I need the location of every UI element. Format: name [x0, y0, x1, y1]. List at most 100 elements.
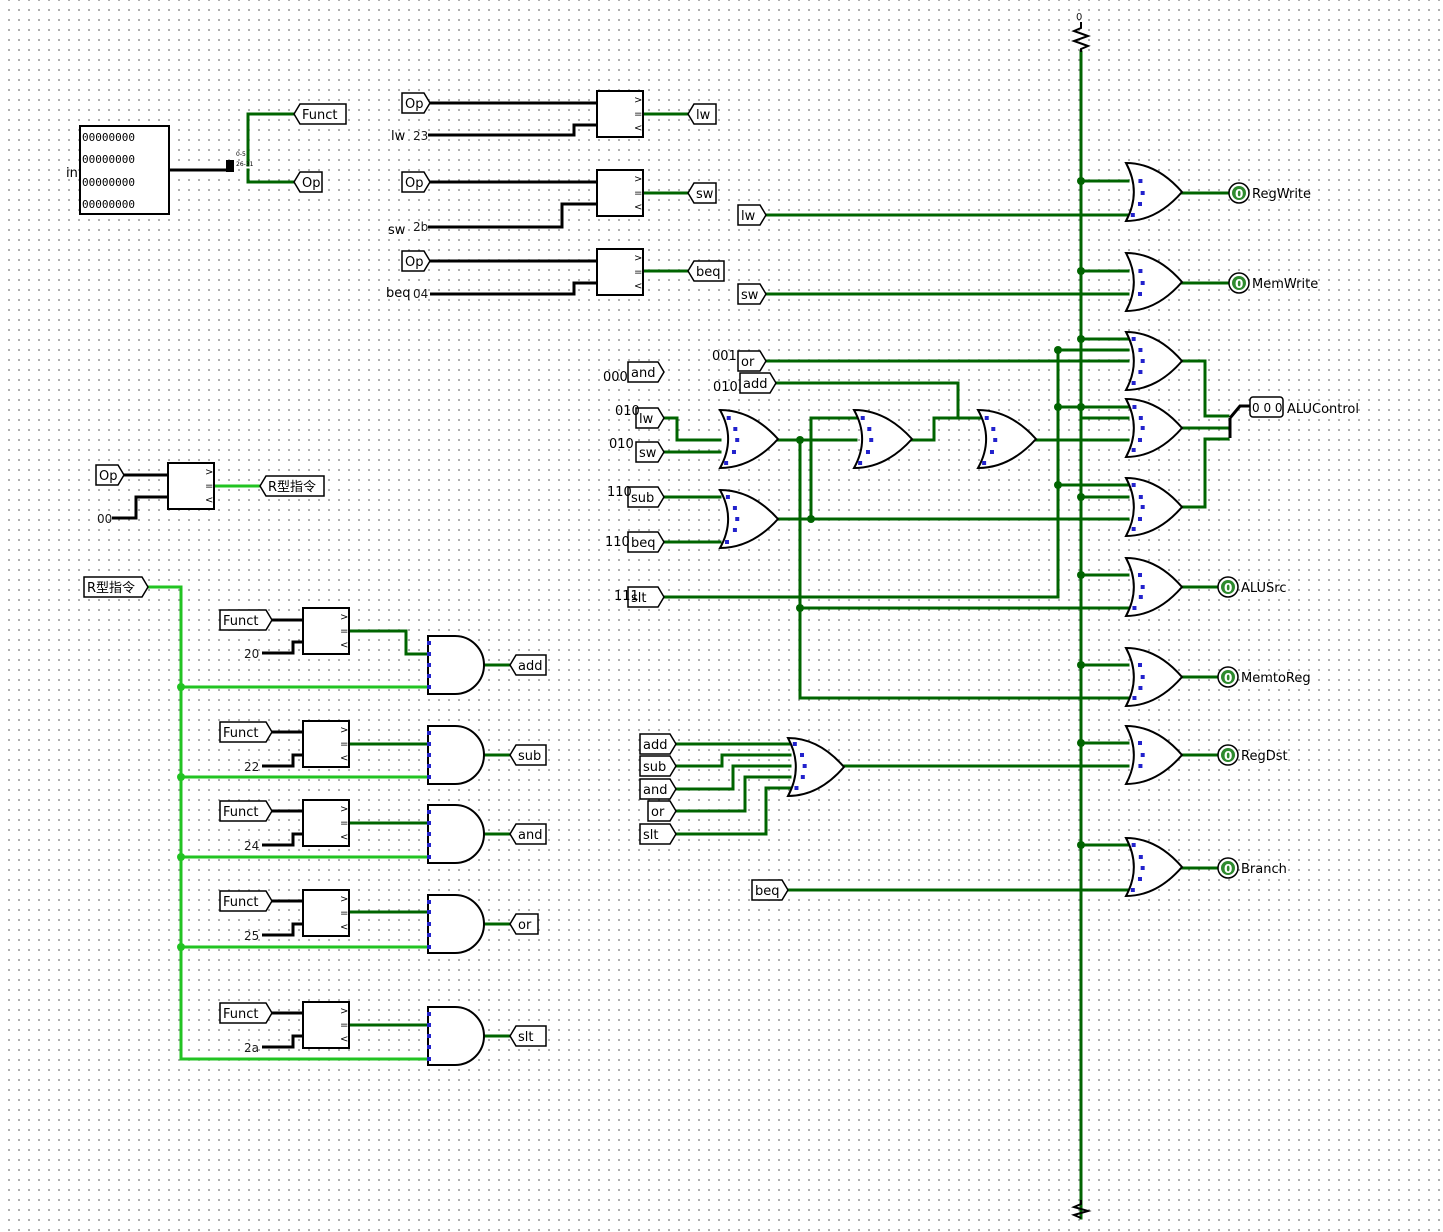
tunnel-sub-in: sub	[627, 486, 665, 508]
or-gate-memwrite[interactable]	[1124, 251, 1184, 313]
tunnel-beq-in: beq	[751, 879, 789, 901]
comparator[interactable]: >=<	[302, 889, 350, 937]
tunnel-op-in: Op	[401, 171, 431, 193]
comparator-symbol: <	[340, 640, 348, 651]
tunnel-add-in-label: add	[643, 738, 667, 753]
const-or-funct: 25	[244, 929, 259, 943]
tunnels: FunctOpOpOpOplwswbeqOpR型指令R型指令FunctFunct…	[83, 92, 789, 1047]
comparator-symbol: =	[634, 109, 642, 120]
tunnel-sw-in-label: sw	[741, 288, 759, 303]
tunnel-add-out-label: add	[518, 659, 542, 674]
comparator[interactable]: >=<	[302, 720, 350, 768]
or-gate-lw-sw[interactable]	[718, 408, 780, 470]
tunnel-beq-in-label: beq	[755, 884, 780, 899]
tunnel-add-out: add	[509, 654, 547, 676]
tunnel-add-in-label: add	[743, 377, 767, 392]
tunnel-sw-in-label: sw	[639, 446, 657, 461]
const-beq-op: 04	[413, 287, 428, 301]
tunnel-beq-in: beq	[627, 531, 665, 553]
tunnel-or-in-label: or	[651, 805, 665, 820]
tunnel-funct-out: Funct	[293, 103, 347, 125]
and-gate-slt[interactable]	[427, 1006, 485, 1066]
comparator[interactable]: >=<	[302, 799, 350, 847]
splitter-bits-low: 0-5	[236, 151, 246, 158]
tunnel-beq-out: beq	[687, 260, 725, 282]
tunnel-add-in: add	[639, 733, 677, 755]
comparator-symbol: =	[634, 188, 642, 199]
tunnel-and-in-label: and	[631, 366, 655, 381]
or-gate-alucontrol-bit0[interactable]	[1124, 476, 1184, 538]
tunnel-slt-out-label: slt	[518, 1030, 533, 1045]
or-gate-branch[interactable]	[1124, 836, 1184, 898]
tunnel-funct-in: Funct	[219, 890, 273, 912]
or-gate-alucontrol-bit2[interactable]	[1124, 330, 1184, 392]
and-gate-and[interactable]	[427, 804, 485, 864]
tunnel-sw-in: sw	[635, 441, 665, 463]
or-gate-alusrc[interactable]	[1124, 556, 1184, 618]
comparator[interactable]: >=<	[302, 1001, 350, 1049]
comparator-symbol: <	[340, 753, 348, 764]
pull-down-resistor[interactable]: 0	[1071, 12, 1092, 1219]
or-gate-regdst[interactable]	[1124, 724, 1184, 786]
tunnel-beq-in-label: beq	[631, 536, 656, 551]
comparator-symbol: >	[340, 612, 348, 623]
comparator[interactable]: >=<	[596, 248, 644, 296]
and-gate-add[interactable]	[427, 635, 485, 695]
comparator[interactable]: >=<	[596, 169, 644, 217]
output-branch-value: 0	[1224, 862, 1232, 876]
alucontrol-output[interactable]: 0 0 0 ALUControl	[1249, 396, 1359, 418]
or-gate-regwrite[interactable]	[1124, 161, 1184, 223]
alu-code-sub: 110	[607, 485, 632, 500]
input-bits-row: 00000000	[82, 176, 135, 189]
tunnel-and-out-label: and	[518, 828, 542, 843]
and-gate-sub[interactable]	[427, 725, 485, 785]
comparator[interactable]: >=<	[596, 90, 644, 138]
alu-code-sw: 010	[609, 437, 634, 452]
const-rtype-op: 00	[97, 512, 112, 526]
or-gate-memtoreg[interactable]	[1124, 646, 1184, 708]
input-label: in	[66, 166, 78, 181]
tunnel-sub-out: sub	[509, 744, 547, 766]
tunnel-op-in-label: Op	[405, 255, 423, 270]
tunnel-funct-in: Funct	[219, 800, 273, 822]
and-gate-or[interactable]	[427, 894, 485, 954]
tunnel-sub-in-label: sub	[643, 760, 666, 775]
splitter-bits-high: 26-31	[236, 161, 254, 168]
bit-splitter[interactable]: 0-5 26-31	[226, 151, 254, 172]
or-gate-alucontrol-bit1[interactable]	[1124, 397, 1184, 459]
instruction-input[interactable]: in 00000000 00000000 00000000 00000000	[66, 125, 170, 215]
alu-code-and: 000	[603, 370, 628, 385]
const-lw-op: 23	[413, 129, 428, 143]
or-gate-sub-beq[interactable]	[718, 488, 780, 550]
comparator-symbol: >	[205, 467, 213, 478]
tunnel-lw-in: lw	[737, 204, 767, 226]
output-memtoreg[interactable]: 0 MemtoReg	[1217, 666, 1311, 688]
or-gate-mid-2[interactable]	[976, 408, 1038, 470]
tunnel-funct-in-label: Funct	[223, 726, 259, 741]
or-gate-mid-1[interactable]	[852, 408, 914, 470]
input-bits-row: 00000000	[82, 198, 135, 211]
output-memtoreg-value: 0	[1224, 671, 1232, 685]
resistor-value: 0	[1076, 12, 1082, 23]
comparator-symbol: >	[634, 174, 642, 185]
tunnel-lw-out: lw	[687, 103, 717, 125]
comparator[interactable]: >=<	[302, 607, 350, 655]
tunnel-funct-out-label: Funct	[302, 108, 338, 123]
or-gate-rtype-any[interactable]	[786, 736, 846, 798]
comparator[interactable]: >=<	[167, 462, 215, 510]
output-regwrite-value: 0	[1235, 187, 1243, 201]
gates	[427, 161, 1184, 1066]
tunnel-sub-out-label: sub	[518, 749, 541, 764]
output-regdst-value: 0	[1224, 749, 1232, 763]
alu-code-or: 001	[712, 349, 737, 364]
tunnel-and-in-label: and	[643, 783, 667, 798]
alucontrol-value: 0 0 0	[1252, 401, 1283, 415]
output-memtoreg-label: MemtoReg	[1241, 671, 1311, 686]
tunnel-rtype-in-label: R型指令	[87, 581, 135, 596]
comparator-symbol: <	[340, 832, 348, 843]
